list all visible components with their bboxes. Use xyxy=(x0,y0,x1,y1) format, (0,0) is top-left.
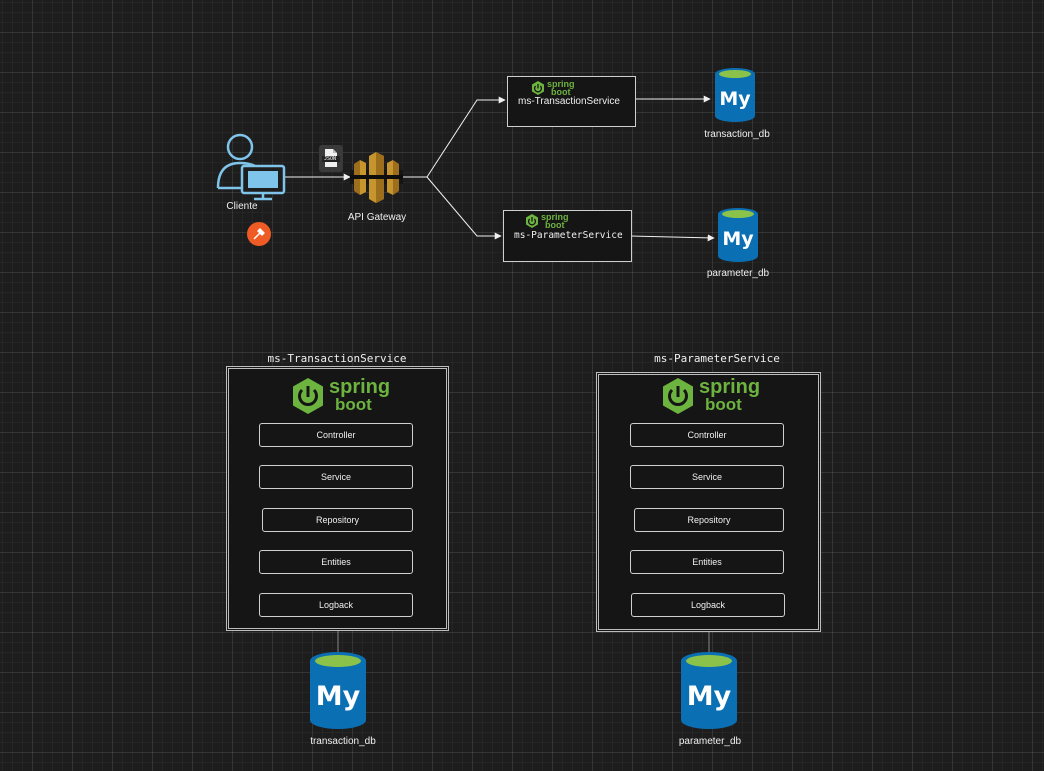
layer-service[interactable]: Service xyxy=(630,465,784,489)
layer-entities[interactable]: Entities xyxy=(630,550,784,574)
mysql-db-icon[interactable]: My xyxy=(713,67,757,123)
layer-service[interactable]: Service xyxy=(259,465,413,489)
transaction-db-label: transaction_db xyxy=(704,129,770,140)
boot-word: boot xyxy=(551,87,571,97)
layer-controller[interactable]: Controller xyxy=(259,423,413,447)
spring-word: spring xyxy=(547,79,575,89)
api-gateway-icon[interactable] xyxy=(350,150,403,205)
layer-controller[interactable]: Controller xyxy=(630,423,784,447)
db-logo-text: My xyxy=(316,681,361,712)
parameter-service-name: ms-ParameterService xyxy=(514,230,623,241)
layer-repository[interactable]: Repository xyxy=(262,508,413,532)
client-user-icon[interactable] xyxy=(214,132,288,202)
db-logo-text: My xyxy=(719,88,751,110)
spring-power-icon xyxy=(663,378,693,414)
spring-power-icon xyxy=(526,214,538,228)
json-badge-text: JSON xyxy=(324,156,337,162)
mysql-db-icon[interactable]: My xyxy=(679,651,739,730)
boot-word: boot xyxy=(705,395,742,414)
db-logo-text: My xyxy=(687,681,732,712)
boot-word: boot xyxy=(335,395,372,414)
parameter-panel-title: ms-ParameterService xyxy=(654,352,780,365)
layer-logback[interactable]: Logback xyxy=(259,593,413,617)
postman-icon[interactable] xyxy=(247,222,271,246)
layer-logback[interactable]: Logback xyxy=(631,593,785,617)
transaction-panel-title: ms-TransactionService xyxy=(267,352,407,365)
layer-repository[interactable]: Repository xyxy=(634,508,784,532)
spring-word: spring xyxy=(699,376,761,398)
parameter-to-db-arrow xyxy=(631,234,715,242)
gateway-to-parameter-arrow xyxy=(426,176,502,240)
db-logo-text: My xyxy=(722,228,754,250)
spring-word: spring xyxy=(541,212,569,222)
layer-entities[interactable]: Entities xyxy=(259,550,413,574)
gateway-to-transaction-arrow xyxy=(402,96,506,178)
boot-word: boot xyxy=(545,220,565,230)
mysql-db-icon[interactable]: My xyxy=(308,651,368,730)
spring-word: spring xyxy=(329,376,391,398)
json-file-icon: JSON xyxy=(319,145,343,172)
mysql-db-icon[interactable]: My xyxy=(716,207,760,263)
transaction-db-label: transaction_db xyxy=(310,736,376,747)
client-label: Cliente xyxy=(226,201,258,212)
spring-power-icon xyxy=(532,81,544,95)
gateway-label: API Gateway xyxy=(347,212,407,223)
transaction-service-name: ms-TransactionService xyxy=(518,96,620,107)
spring-power-icon xyxy=(293,378,323,414)
parameter-db-label: parameter_db xyxy=(706,268,770,279)
parameter-db-label: parameter_db xyxy=(678,736,742,747)
